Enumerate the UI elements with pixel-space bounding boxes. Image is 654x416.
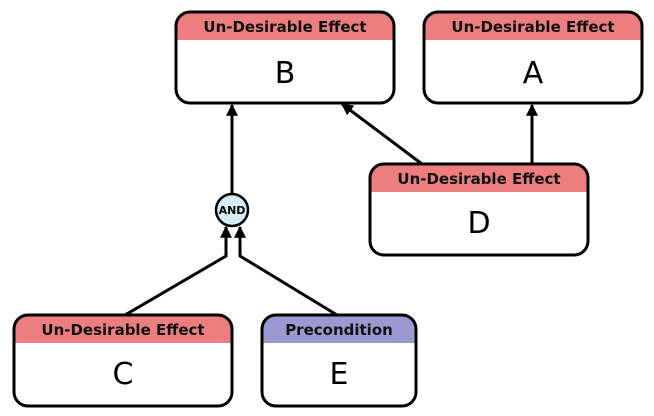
node-a-border <box>422 10 644 105</box>
node-b-header <box>176 12 394 40</box>
node-b-border <box>174 10 396 105</box>
node-b-header-text: Un-Desirable Effect <box>203 18 366 36</box>
node-c[interactable]: Un-Desirable Effect C <box>12 313 234 408</box>
node-d-header-text: Un-Desirable Effect <box>397 170 560 188</box>
node-a-label: A <box>523 56 544 91</box>
node-d[interactable]: Un-Desirable Effect D <box>368 162 590 257</box>
node-e[interactable]: Precondition E <box>260 313 418 408</box>
node-b-label: B <box>275 56 296 91</box>
node-a-header-text: Un-Desirable Effect <box>451 18 614 36</box>
node-c-header-text: Un-Desirable Effect <box>41 321 204 339</box>
node-e-label: E <box>330 357 349 392</box>
node-a[interactable]: Un-Desirable Effect A <box>422 10 644 105</box>
node-d-header <box>370 164 588 192</box>
edges <box>124 102 538 317</box>
node-c-border <box>12 313 234 408</box>
and-gate[interactable]: AND <box>214 192 250 228</box>
node-c-label: C <box>113 357 134 392</box>
and-gate-circle <box>214 192 250 228</box>
node-c-header <box>14 315 232 343</box>
node-a-header <box>424 12 642 40</box>
edge-e-to-and <box>234 225 338 317</box>
node-e-header-text: Precondition <box>285 321 393 339</box>
node-e-header <box>262 315 416 343</box>
node-d-border <box>368 162 590 257</box>
edge-c-to-and <box>124 225 232 317</box>
node-e-border <box>260 313 418 408</box>
edge-d-to-b <box>341 102 423 166</box>
and-gate-label: AND <box>219 204 246 217</box>
node-b[interactable]: Un-Desirable Effect B <box>174 10 396 105</box>
node-d-label: D <box>467 206 490 241</box>
